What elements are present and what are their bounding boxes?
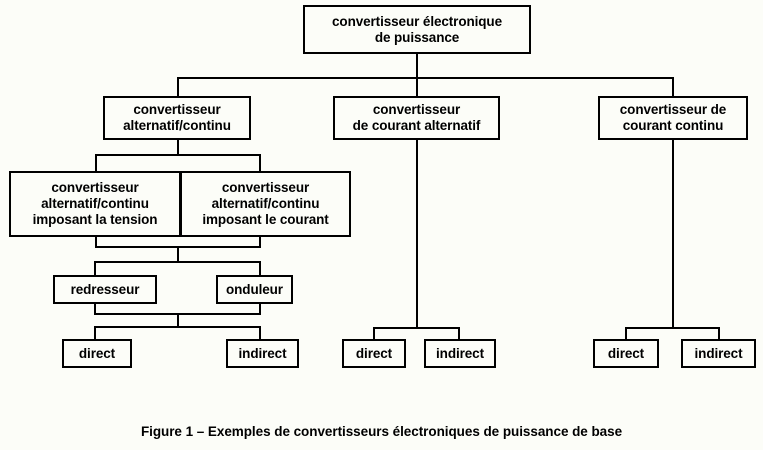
node-acdc-direct: direct (62, 339, 132, 368)
node-root-line2: de puissance (374, 29, 460, 45)
node-onduleur-label: onduleur (226, 281, 283, 297)
node-voltage-line2: alternatif/continu (41, 196, 149, 212)
node-dc-direct: direct (593, 339, 659, 368)
node-ac-direct-label: direct (355, 345, 393, 361)
connector-imposant-left-drop (95, 154, 97, 172)
node-ac-current-line1: convertisseur (372, 102, 461, 118)
node-root: convertisseur électronique de puissance (303, 5, 531, 54)
node-acdc-indirect-label: indirect (238, 345, 287, 361)
node-ac-indirect: indirect (424, 339, 496, 368)
connector-level2-mid-drop (416, 77, 418, 97)
connector-acdc-leaf-bus (94, 326, 261, 328)
connector-redresseur-drop (94, 261, 96, 277)
connector-ac-indirect-drop (458, 327, 460, 340)
node-convertisseur-courant-alternatif: convertisseur de courant alternatif (333, 96, 500, 140)
connector-redresseur-down (94, 303, 96, 315)
node-dc-indirect-label: indirect (694, 345, 743, 361)
connector-acdc-indirect-drop (259, 326, 261, 340)
node-convertisseur-courant-continu: convertisseur de courant continu (598, 96, 748, 140)
connector-imposant-merge-down (177, 246, 179, 262)
connector-dc-leaf-bus (625, 327, 720, 329)
node-dc-current-line2: courant continu (622, 118, 724, 133)
node-root-line1: convertisseur électronique (332, 13, 502, 29)
connector-level2-bus (177, 77, 674, 79)
connector-acdc-leaf-merge-down (177, 313, 179, 327)
node-dc-current-line1: convertisseur de (619, 102, 727, 118)
connector-ac-trunk (416, 139, 418, 329)
node-voltage-line1: convertisseur (51, 180, 139, 196)
node-imposant-la-tension: convertisseur alternatif/continu imposan… (9, 171, 181, 237)
figure-caption: Figure 1 – Exemples de convertisseurs él… (140, 424, 623, 439)
connector-acdc-direct-drop (94, 326, 96, 340)
connector-level2-left-drop (177, 77, 179, 97)
connector-root-down (416, 53, 418, 78)
node-convertisseur-alternatif-continu: convertisseur alternatif/continu (103, 96, 251, 140)
node-ac-indirect-label: indirect (436, 345, 484, 361)
node-acdc-direct-label: direct (78, 345, 116, 361)
node-redresseur-label: redresseur (70, 281, 140, 297)
connector-current-down (259, 236, 261, 248)
node-ac-direct: direct (342, 339, 406, 368)
connector-ac-leaf-bus (373, 327, 460, 329)
node-ac-current-line2: de courant alternatif (352, 118, 481, 133)
connector-dc-trunk (672, 139, 674, 329)
connector-ac-direct-drop (373, 327, 375, 340)
node-current-line3: imposant le courant (202, 211, 329, 227)
connector-onduleur-drop (259, 261, 261, 277)
connector-acdc-down (177, 139, 179, 155)
node-voltage-line3: imposant la tension (32, 211, 158, 227)
node-ac-dc-line2: alternatif/continu (123, 118, 231, 133)
node-acdc-indirect: indirect (226, 339, 299, 368)
node-dc-indirect: indirect (681, 339, 756, 368)
node-imposant-le-courant: convertisseur alternatif/continu imposan… (180, 171, 351, 237)
node-current-line1: convertisseur (221, 180, 310, 196)
connector-dc-direct-drop (625, 327, 627, 340)
connector-imposant-right-drop (259, 154, 261, 172)
node-onduleur: onduleur (216, 275, 293, 304)
connector-onduleur-down (259, 303, 261, 315)
node-dc-direct-label: direct (607, 345, 645, 361)
node-redresseur: redresseur (53, 275, 157, 304)
node-ac-dc-line1: convertisseur (133, 102, 221, 118)
connector-level2-right-drop (672, 77, 674, 97)
connector-dc-indirect-drop (718, 327, 720, 340)
connector-voltage-down (95, 236, 97, 248)
node-current-line2: alternatif/continu (211, 196, 320, 212)
connector-redresseur-onduleur-bus (94, 261, 261, 263)
connector-imposant-bus (95, 154, 261, 156)
